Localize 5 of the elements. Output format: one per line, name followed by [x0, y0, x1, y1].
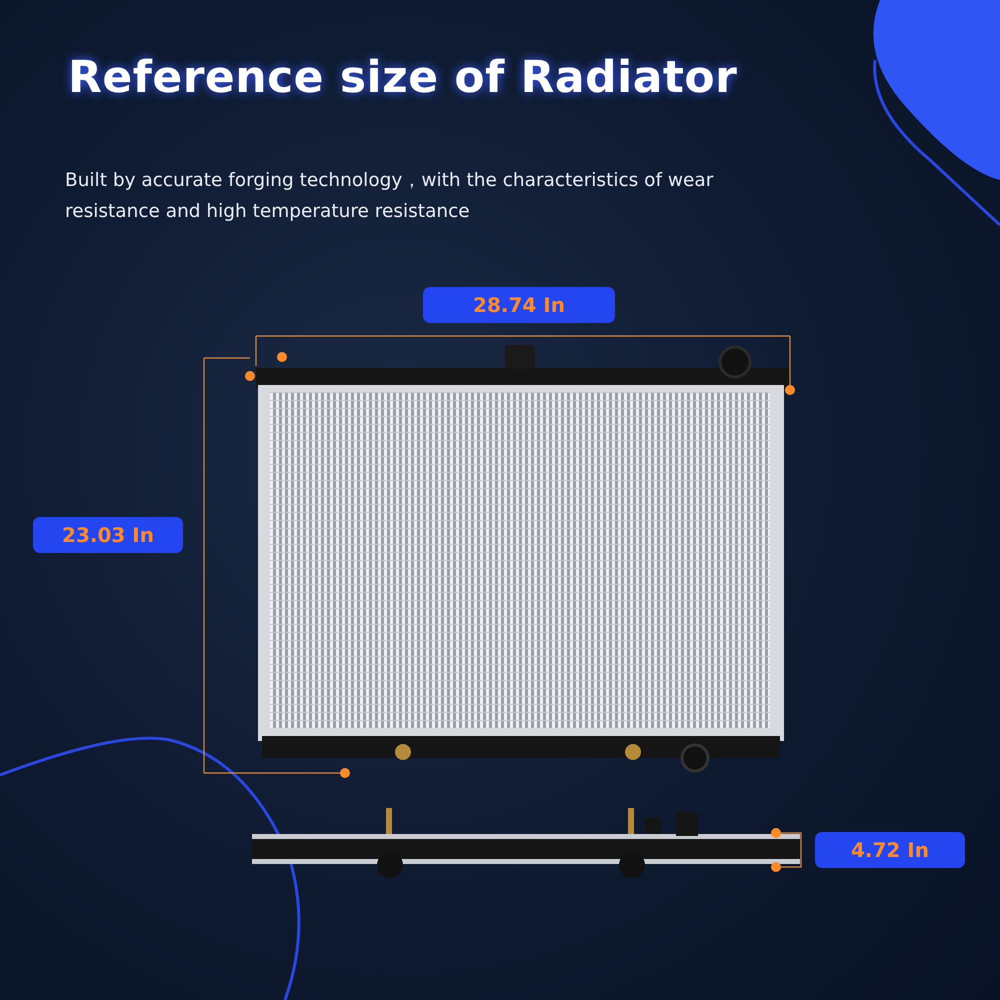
dimension-label: 23.03 In [33, 517, 183, 553]
title: Reference size of Radiator [68, 52, 738, 103]
dimension-label: 28.74 In [423, 287, 615, 323]
dimension-label: 4.72 In [815, 832, 965, 868]
description-text: Built by accurate forging technology，with the characteristics of wear resistance and high temperature resistance [65, 169, 714, 224]
